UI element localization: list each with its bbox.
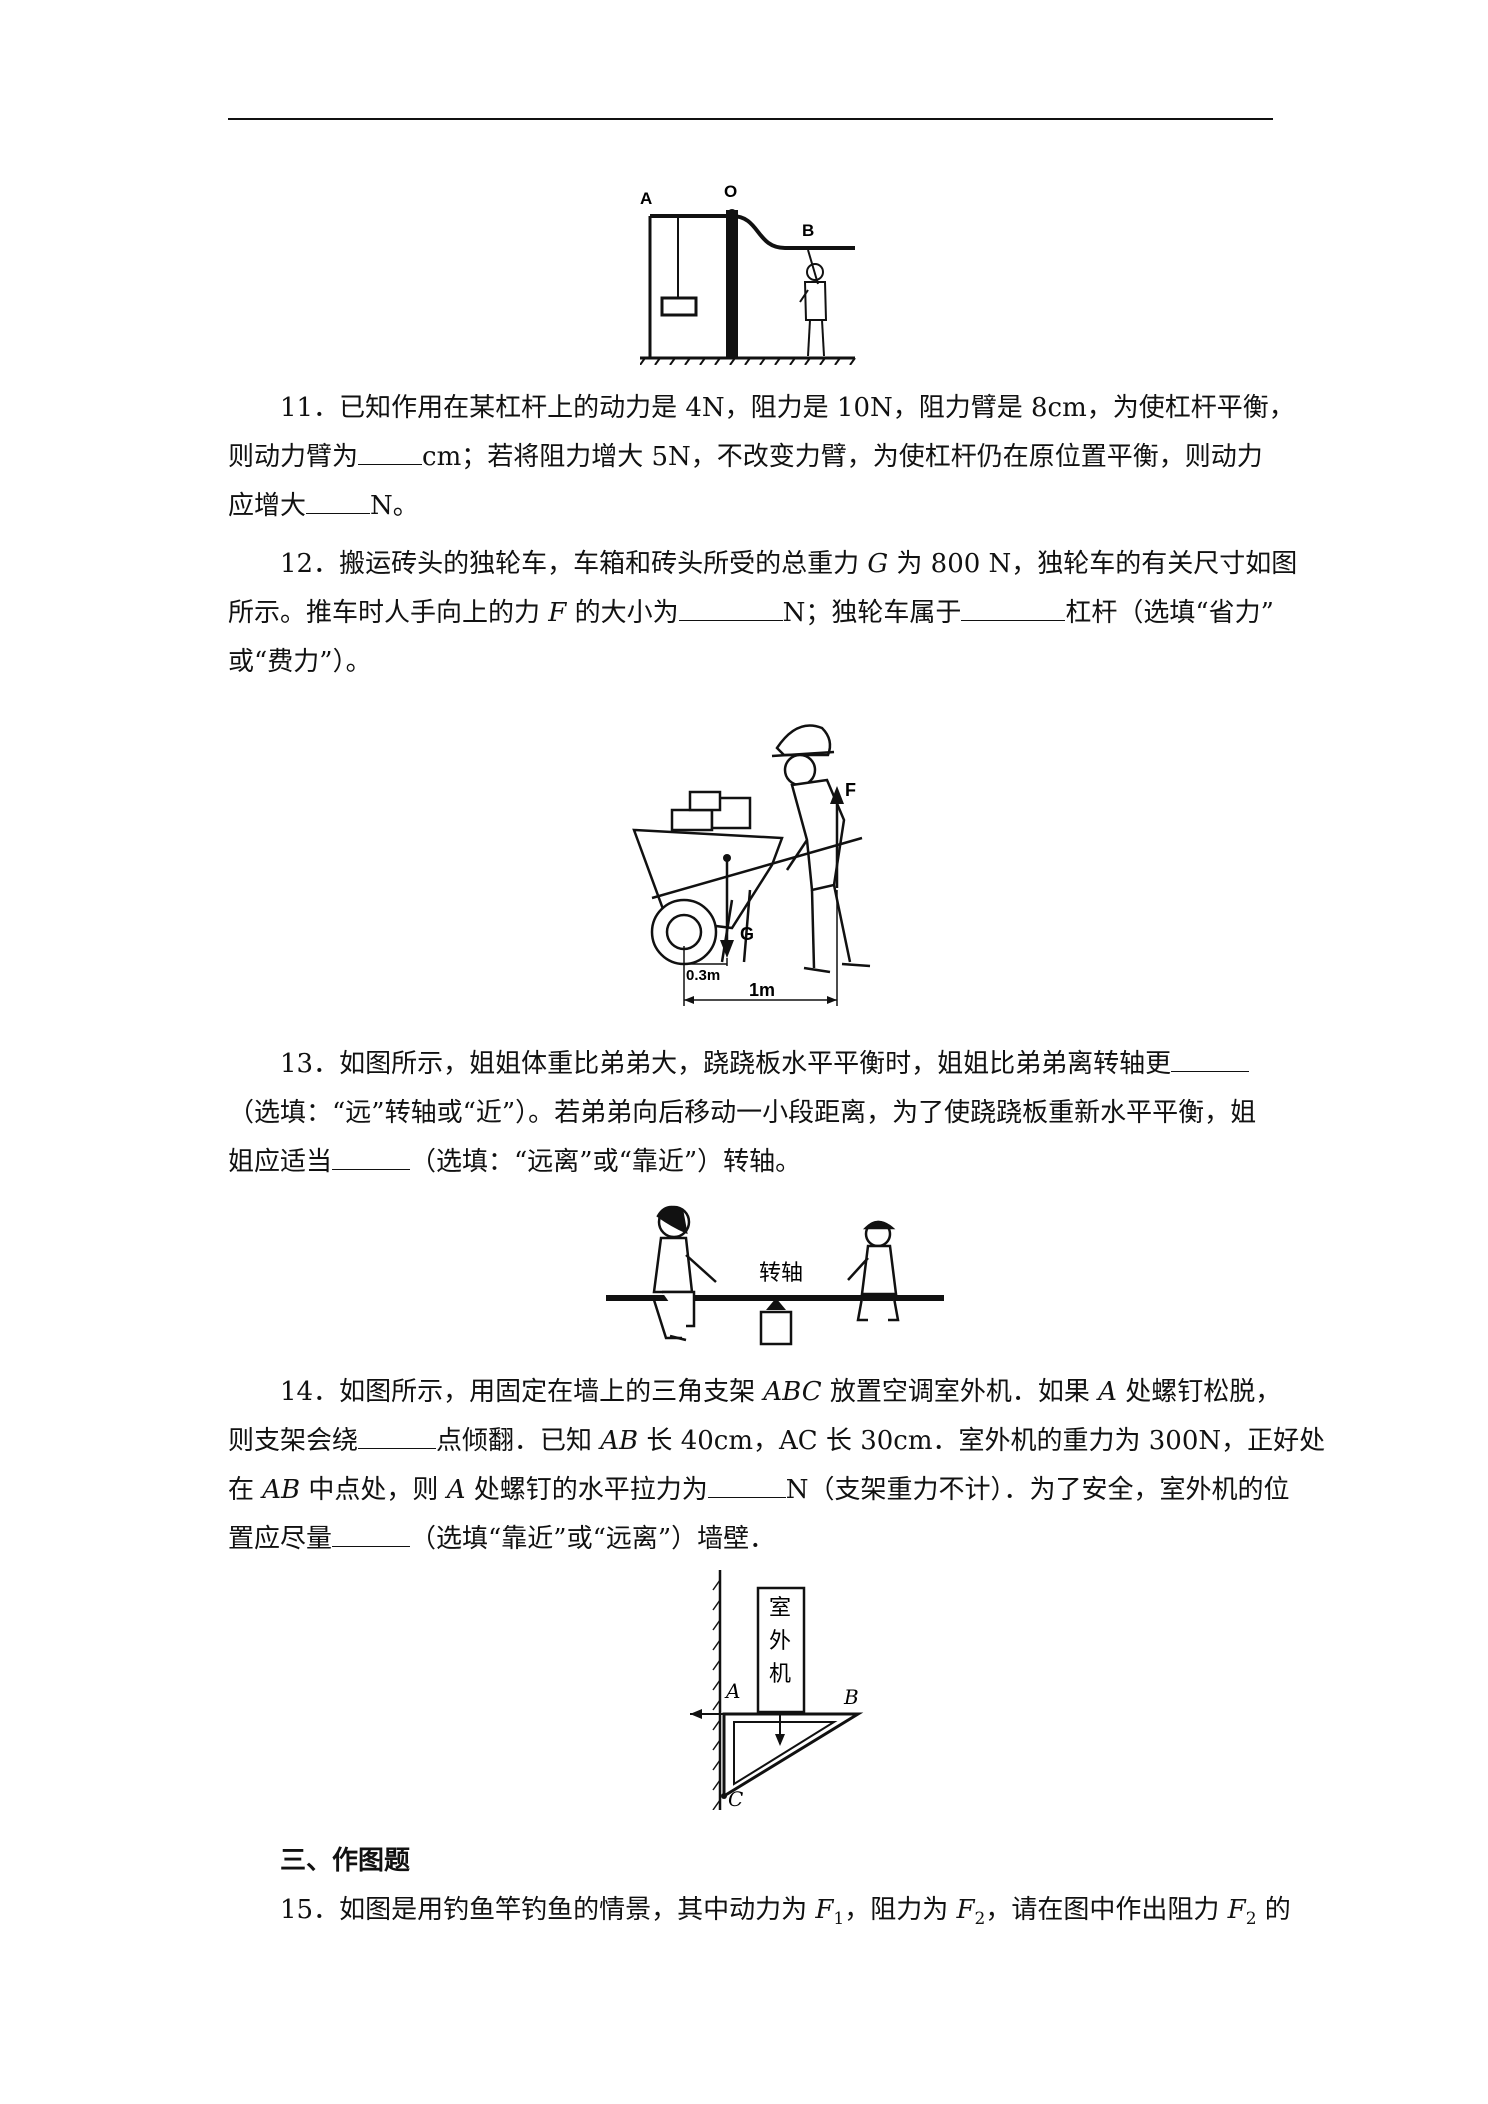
- question-15: 15．如图是用钓鱼竿钓鱼的情景，其中动力为 F1，阻力为 F2，请在图中作出阻力…: [280, 1895, 1291, 1930]
- answer-blank[interactable]: [358, 440, 423, 465]
- section-title: 三、作图题: [280, 1846, 411, 1876]
- label-f: F: [845, 780, 856, 800]
- unit-char-3: 机: [769, 1662, 791, 1687]
- question-13: 13．如图所示，姐姐体重比弟弟大，跷跷板水平平衡时，姐姐比弟弟离转轴更 （选填：…: [228, 1047, 1257, 1177]
- unit-char-2: 外: [769, 1629, 791, 1654]
- label-b: B: [843, 1685, 859, 1709]
- question-11: 11．已知作用在某杠杆上的动力是 4N，阻力是 10N，阻力臂是 8cm，为使杠…: [228, 393, 1295, 521]
- seesaw-figure: 转轴: [606, 1200, 946, 1350]
- lever-pole-figure: A O B: [640, 180, 860, 365]
- label-c: C: [728, 1787, 743, 1810]
- answer-blank[interactable]: [678, 596, 783, 621]
- question-14: 14．如图所示，用固定在墙上的三角支架 ABC 放置空调室外机．如果 A 处螺钉…: [228, 1377, 1326, 1554]
- label-pivot: 转轴: [759, 1261, 803, 1286]
- answer-blank[interactable]: [332, 1522, 411, 1547]
- wheelbarrow-figure: F G 0.3m 1m: [612, 700, 902, 1015]
- answer-blank[interactable]: [707, 1473, 786, 1498]
- q11-number: 11．: [280, 393, 340, 423]
- answer-blank[interactable]: [332, 1145, 411, 1170]
- label-0-3m: 0.3m: [686, 967, 720, 984]
- answer-blank[interactable]: [306, 489, 371, 514]
- label-b: B: [802, 221, 814, 240]
- unit-char-1: 室: [769, 1596, 791, 1621]
- label-o: O: [724, 182, 737, 201]
- label-g: G: [740, 924, 754, 944]
- label-1m: 1m: [749, 980, 775, 1000]
- answer-blank[interactable]: [1171, 1047, 1250, 1072]
- question-12: 12．搬运砖头的独轮车，车箱和砖头所受的总重力 G 为 800 N，独轮车的有关…: [228, 549, 1298, 677]
- bracket-figure: 室 外 机 A B C: [680, 1570, 880, 1810]
- label-a: A: [640, 189, 652, 208]
- label-a: A: [724, 1679, 740, 1703]
- answer-blank[interactable]: [358, 1424, 437, 1449]
- answer-blank[interactable]: [961, 596, 1066, 621]
- header-rule: [228, 118, 1273, 120]
